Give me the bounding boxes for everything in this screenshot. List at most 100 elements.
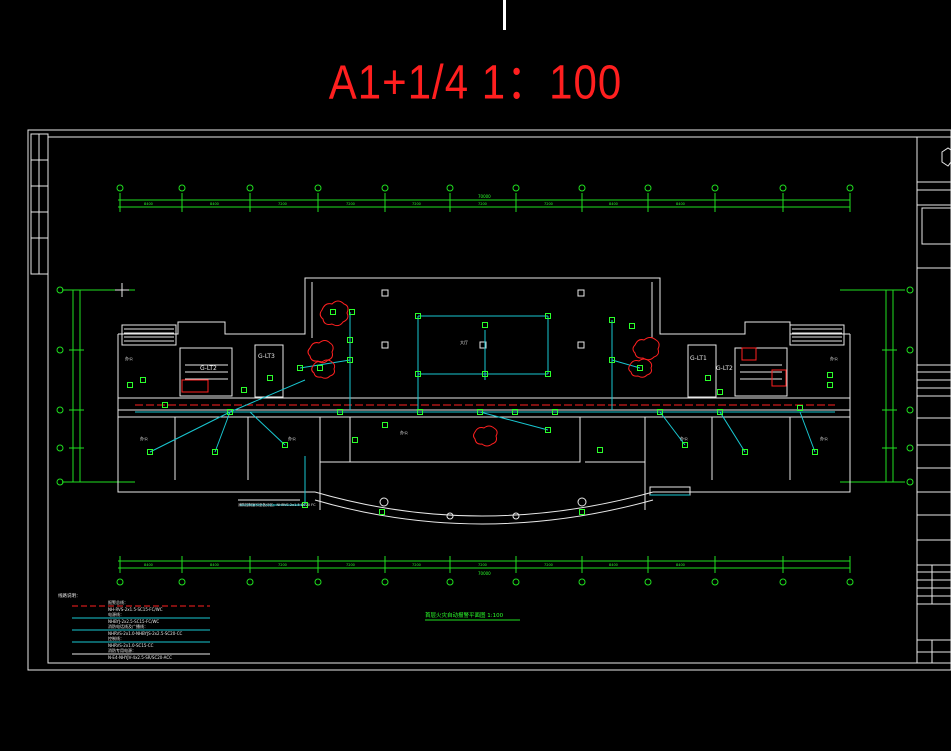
room-label-7: 办公 [680, 435, 688, 441]
axis-bubble-right [906, 286, 914, 294]
smoke-detector-icon [637, 365, 643, 371]
sheet-inner-border [47, 136, 951, 664]
smoke-detector-icon [705, 375, 711, 381]
wiring-note: 消防控制室引至各分区；NHRVS-2x1.5 SC20 FC [238, 502, 316, 507]
legend-spec: NHRVS-2x1.0-SC15-CC [108, 643, 154, 648]
legend-spec: NH-RVS-2x1.5-SC15-FC/WC [108, 607, 163, 612]
top-dimension-value: 7200 [346, 202, 355, 206]
smoke-detector-icon [812, 449, 818, 455]
smoke-detector-icon [302, 502, 308, 508]
axis-bubble-top [512, 184, 520, 192]
smoke-detector-icon [127, 382, 133, 388]
bottom-dimension-value: 8400 [676, 563, 685, 567]
smoke-detector-icon [477, 409, 483, 415]
smoke-detector-icon [742, 449, 748, 455]
smoke-detector-icon [717, 409, 723, 415]
smoke-detector-icon [512, 409, 518, 415]
axis-bubble-bottom [512, 578, 520, 586]
stair-tag-1: G-LT2 [200, 365, 217, 372]
axis-bubble-right [906, 444, 914, 452]
binding-strip [30, 133, 49, 275]
bottom-dimension-value: 7200 [278, 563, 287, 567]
axis-bubble-top [644, 184, 652, 192]
smoke-detector-icon [682, 442, 688, 448]
axis-bubble-top [779, 184, 787, 192]
stair-tag-4: G-LT2 [716, 365, 733, 372]
smoke-detector-icon [597, 447, 603, 453]
bottom-dimension-value: 7200 [478, 563, 487, 567]
room-label-6: 大厅 [460, 339, 468, 345]
axis-bubble-right [906, 478, 914, 486]
smoke-detector-icon [282, 442, 288, 448]
bottom-dimension-value: 7200 [544, 563, 553, 567]
smoke-detector-icon [317, 365, 323, 371]
axis-bubble-top [246, 184, 254, 192]
smoke-detector-icon [347, 357, 353, 363]
smoke-detector-icon [579, 509, 585, 515]
smoke-detector-icon [657, 409, 663, 415]
room-label-8: 办公 [820, 435, 828, 441]
smoke-detector-icon [552, 409, 558, 415]
room-label-3: 办公 [125, 355, 133, 361]
legend-label: 消防电话线及广播线： [108, 623, 148, 629]
axis-bubble-bottom [116, 578, 124, 586]
axis-bubble-bottom [644, 578, 652, 586]
plan-caption: 首层火灾自动报警平面图 1:100 [425, 611, 504, 619]
smoke-detector-icon [827, 382, 833, 388]
smoke-detector-icon [241, 387, 247, 393]
axis-bubble-bottom [779, 578, 787, 586]
top-dimension-value: 8400 [609, 202, 618, 206]
revision-clouds [181, 300, 787, 447]
axis-bubble-top [116, 184, 124, 192]
side-dimension-chains [56, 283, 914, 486]
smoke-detector-icon [545, 427, 551, 433]
title-block [917, 147, 951, 663]
smoke-detector-icon [629, 323, 635, 329]
legend-spec: NHRVS-2x1.0-NHBYJS-2x2.5-SC20-CC [108, 631, 183, 636]
top-dimension-value: 7200 [544, 202, 553, 206]
axis-bubble-bottom [381, 578, 389, 586]
smoke-detector-icon [212, 449, 218, 455]
legend-label: 电源线： [108, 611, 124, 617]
axis-bubble-bottom [314, 578, 322, 586]
smoke-detector-icon [330, 309, 336, 315]
top-dimension-value: 7200 [412, 202, 421, 206]
axis-bubble-bottom [446, 578, 454, 586]
overall-dimension-top: 70000 [478, 194, 491, 199]
axis-bubble-top [846, 184, 854, 192]
axis-bubble-top [381, 184, 389, 192]
sheet-outer-border [27, 129, 951, 671]
axis-bubble-top [178, 184, 186, 192]
legend-label: 报警总线： [108, 599, 128, 605]
smoke-detector-icon [347, 337, 353, 343]
smoke-detector-icon [297, 365, 303, 371]
bottom-dimension-value: 8400 [210, 563, 219, 567]
smoke-detector-icon [227, 409, 233, 415]
smoke-detector-icon [337, 409, 343, 415]
smoke-detector-icon [482, 371, 488, 377]
axis-bubble-top [446, 184, 454, 192]
drawing-title: A1+1/4 1：100 [328, 54, 623, 109]
axis-bubble-right [906, 346, 914, 354]
axis-bubble-bottom [711, 578, 719, 586]
stair-tag-3: G-LT1 [690, 355, 707, 362]
bottom-dimension-value: 7200 [346, 563, 355, 567]
room-label-2: 办公 [288, 435, 296, 441]
smoke-detector-icon [609, 357, 615, 363]
legend-spec: N-E4-NHYJV-4x2.5-SR/SC20-ACC [108, 655, 172, 660]
axis-bubble-top [578, 184, 586, 192]
top-dimension-value: 8400 [210, 202, 219, 206]
smoke-detector-icon [609, 317, 615, 323]
legend-spec: NHBYJ-2x2.5-SC15-FC/WC [108, 619, 159, 624]
smoke-detector-icon [267, 375, 273, 381]
top-dimension-value: 7200 [478, 202, 487, 206]
smoke-detector-icon [415, 371, 421, 377]
legend-label: 控制线： [108, 635, 124, 641]
bottom-dimension-value: 8400 [144, 563, 153, 567]
bottom-dimension-value: 7200 [412, 563, 421, 567]
power-lines [135, 312, 835, 506]
smoke-detector-icon [545, 371, 551, 377]
smoke-detector-icon [379, 509, 385, 515]
